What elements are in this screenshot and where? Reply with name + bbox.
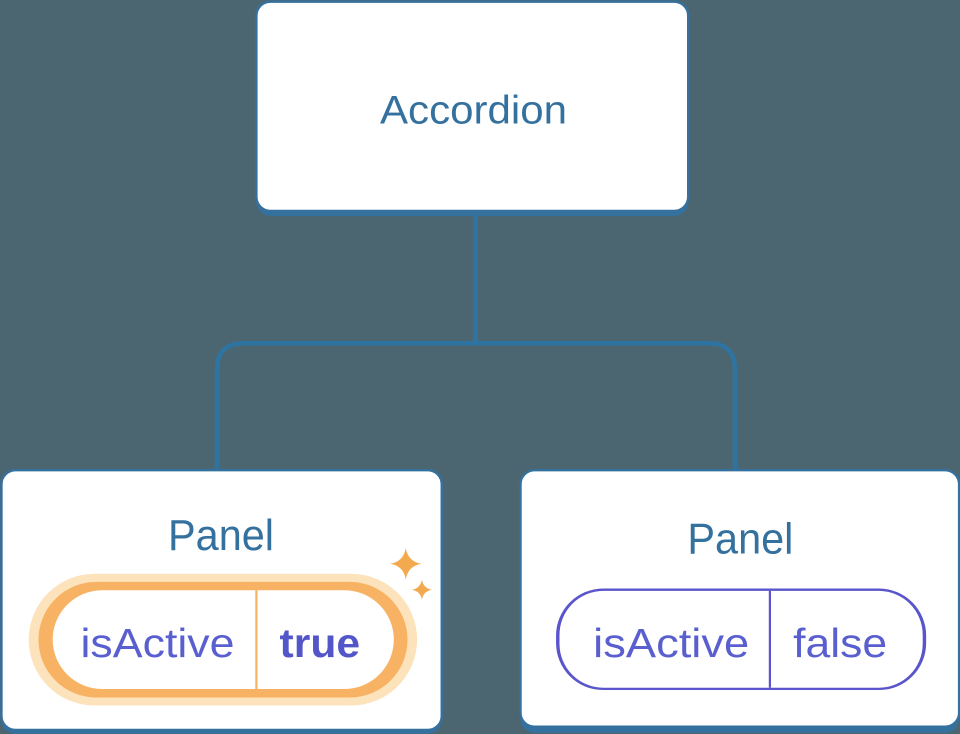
svg-text:false: false	[793, 620, 887, 666]
svg-text:isActive: isActive	[81, 620, 235, 666]
svg-text:Panel: Panel	[687, 514, 793, 563]
svg-text:isActive: isActive	[593, 620, 749, 666]
svg-text:Accordion: Accordion	[380, 89, 567, 133]
svg-text:Panel: Panel	[168, 511, 274, 560]
svg-text:true: true	[280, 620, 361, 666]
